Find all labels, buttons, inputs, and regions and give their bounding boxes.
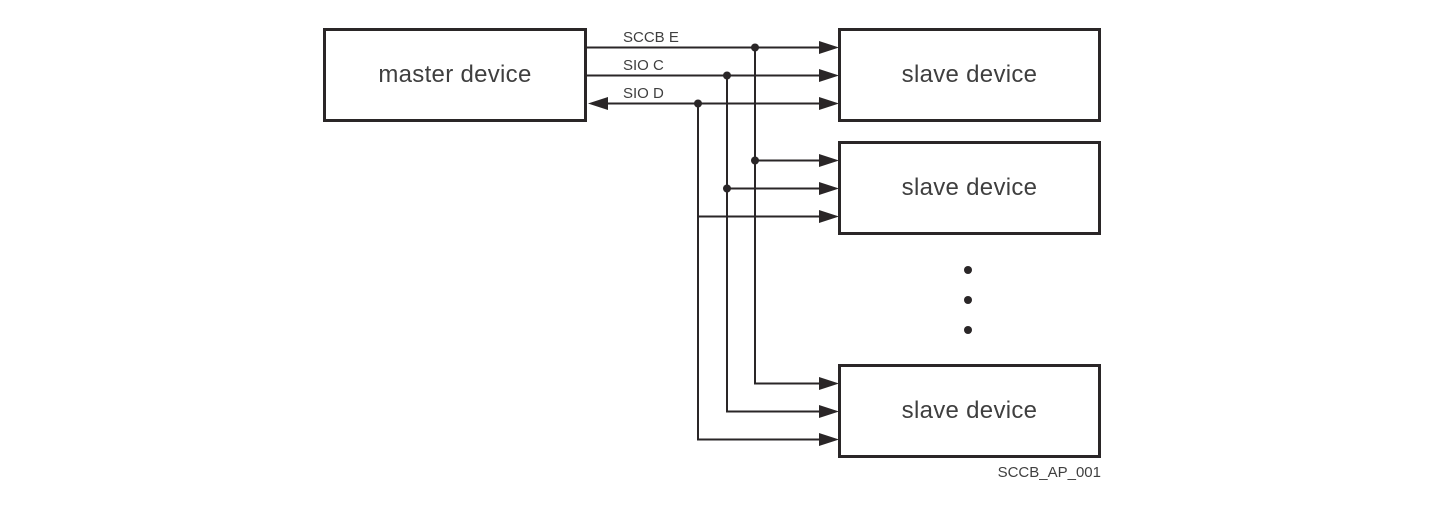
sio-d-branch-line — [697, 103, 821, 441]
junction-dot — [723, 184, 731, 193]
slave-device-box-2: slave device — [838, 141, 1101, 235]
arrowhead-right-icon — [819, 69, 839, 82]
junction-dot — [694, 99, 702, 108]
arrowhead-right-icon — [819, 182, 839, 195]
signal-label-sccb-e: SCCB E — [623, 29, 679, 46]
figure-caption: SCCB_AP_001 — [997, 464, 1101, 481]
slave-device-label: slave device — [901, 174, 1038, 201]
junction-dot — [723, 71, 731, 80]
ellipsis-dot — [964, 266, 972, 274]
arrowhead-right-icon — [819, 405, 839, 418]
slave-device-box-1: slave device — [838, 28, 1101, 122]
arrowhead-right-icon — [819, 97, 839, 110]
signal-label-sio-d: SIO D — [623, 85, 664, 102]
slave-device-box-3: slave device — [838, 364, 1101, 458]
slave-device-label: slave device — [901, 61, 1038, 88]
ellipsis-dot — [964, 296, 972, 304]
slave-device-label: slave device — [901, 397, 1038, 424]
arrowhead-right-icon — [819, 433, 839, 446]
arrowhead-right-icon — [819, 41, 839, 54]
ellipsis-dot — [964, 326, 972, 334]
master-device-box: master device — [323, 28, 587, 122]
arrowhead-right-icon — [819, 154, 839, 167]
arrowhead-right-icon — [819, 210, 839, 223]
sio-c-branch-line — [726, 75, 821, 413]
master-device-label: master device — [378, 61, 532, 88]
arrowhead-right-icon — [819, 377, 839, 390]
signal-label-sio-c: SIO C — [623, 57, 664, 74]
arrowhead-left-icon — [588, 97, 608, 110]
junction-dot — [751, 156, 759, 165]
junction-dot — [751, 43, 759, 52]
